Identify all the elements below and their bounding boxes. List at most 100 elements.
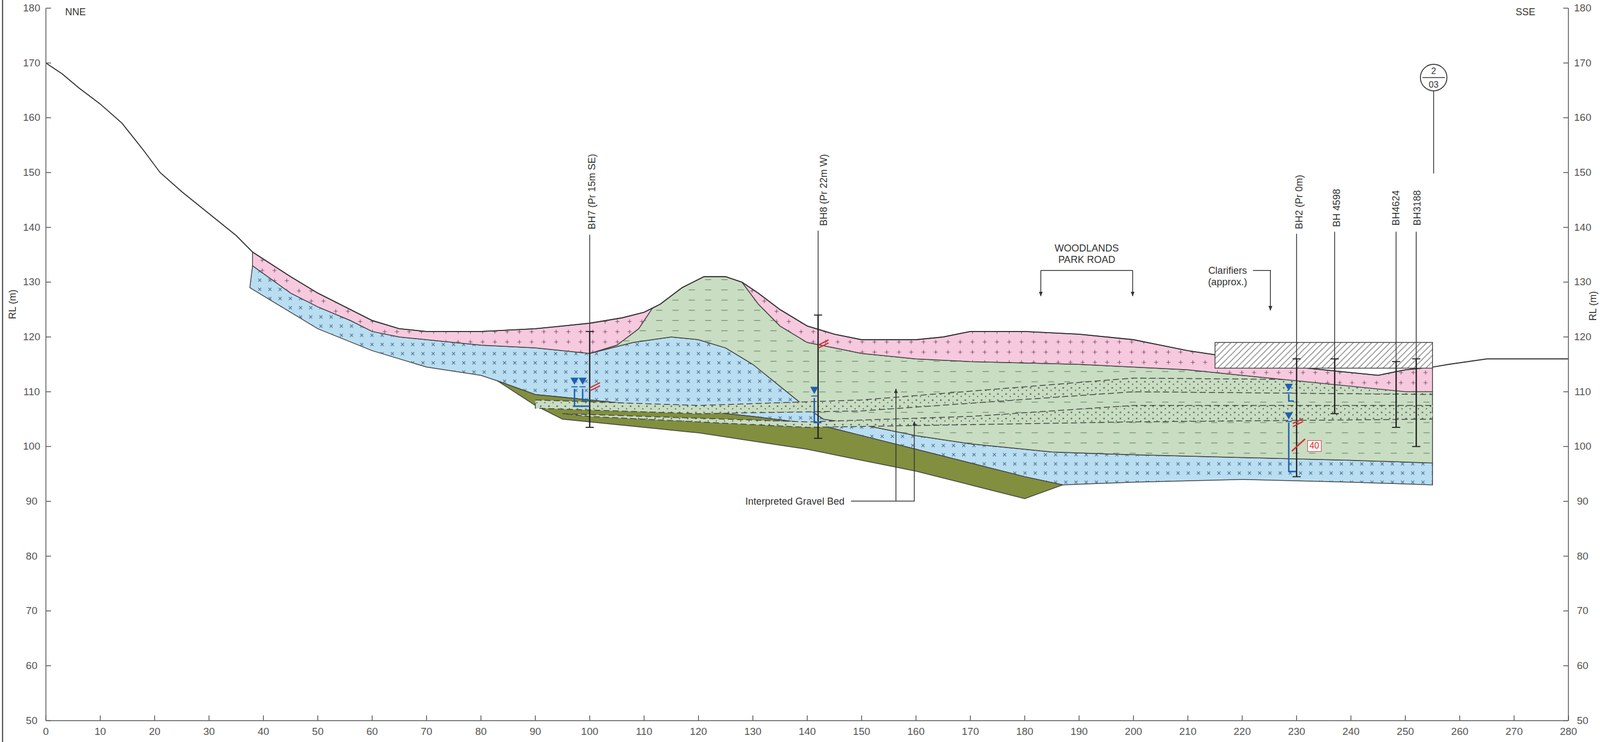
shear-mark (1292, 421, 1303, 426)
borehole-cap (1330, 357, 1339, 360)
axis-tick-label: 180 (22, 2, 41, 15)
callout-sheet: 03 (1428, 79, 1439, 90)
axis-tick (806, 714, 808, 720)
axis-tick-label: 160 (1573, 111, 1592, 124)
axis-tick (1513, 714, 1515, 720)
axis-tick-label: 90 (1577, 495, 1589, 508)
axis-tick-label: 60 (1577, 659, 1589, 672)
callout-divider (1422, 77, 1445, 78)
axis-tick (1563, 62, 1568, 64)
borehole-log (817, 314, 819, 438)
axis-tick-label: 70 (420, 725, 432, 738)
axis-tick-label: 160 (907, 725, 925, 738)
borehole-label: BH3188 (1411, 190, 1424, 226)
axis-title: RL (m) (6, 289, 18, 319)
axis-tick (1563, 500, 1568, 502)
axis-tick-label: 80 (26, 550, 38, 562)
borehole-cap (1412, 445, 1421, 447)
axis-tick-label: 280 (1559, 725, 1578, 738)
dip-angle: 40 (1307, 440, 1322, 452)
axis-tick (45, 664, 51, 666)
axis-tick-label: 180 (1016, 725, 1034, 738)
axis-tick (45, 391, 51, 392)
borehole-cap (813, 437, 823, 439)
gravel-label: Interpreted Gravel Bed (745, 495, 845, 507)
borehole-cap (1292, 357, 1301, 360)
axis-tick (1563, 719, 1568, 721)
axis-tick-label: 110 (23, 385, 40, 398)
axis-tick (1563, 446, 1568, 447)
axis-tick-label: 230 (1287, 725, 1306, 738)
borehole-cap (1330, 412, 1339, 415)
borehole-log (1415, 358, 1417, 447)
axis-tick (208, 714, 210, 720)
axis-tick (1563, 610, 1568, 611)
borehole-leader (1395, 231, 1397, 362)
axis-tick (45, 610, 51, 611)
axis-tick-label: 260 (1450, 725, 1469, 738)
axis-tick-label: 70 (1577, 604, 1589, 617)
axis-tick-label: 170 (22, 57, 41, 70)
gravel-bed (562, 405, 1433, 428)
axis-tick (480, 714, 482, 720)
axis-tick-label: 240 (1342, 725, 1360, 738)
axis-tick (45, 62, 51, 64)
road-extent (1040, 270, 1042, 296)
axis-tick (1563, 391, 1568, 392)
axis-tick (589, 714, 591, 720)
borehole-cap (1412, 357, 1421, 360)
axis-tick-label: 40 (257, 725, 270, 738)
axis-line (45, 8, 47, 721)
axis-tick (1563, 117, 1568, 119)
axis-tick (1563, 171, 1568, 173)
piezometer (1288, 422, 1296, 472)
axis-tick-label: 90 (529, 725, 541, 738)
borehole-label: BH7 (Pr 15m SE) (586, 153, 598, 230)
axis-tick-label: 0 (42, 725, 49, 738)
axis-tick-label: 150 (853, 725, 871, 738)
axis-tick (1242, 714, 1244, 720)
borehole-cap (1292, 476, 1301, 478)
axis-tick-label: 170 (1573, 57, 1592, 70)
axis-tick-label: 120 (22, 330, 41, 343)
axis-tick-label: 100 (22, 440, 41, 453)
axis-tick (915, 714, 917, 720)
axis-tick (45, 555, 51, 557)
borehole-cap (813, 314, 823, 316)
axis-tick-label: 20 (149, 725, 161, 738)
axis-tick (45, 446, 51, 447)
axis-tick (45, 281, 51, 283)
borehole-cap (585, 330, 594, 332)
shear-mark (818, 342, 829, 348)
water-level-symbol (1284, 411, 1293, 419)
axis-tick-label: 70 (26, 604, 38, 617)
compass-label: NNE (65, 6, 86, 18)
clarifier-leader (1252, 270, 1271, 311)
axis-tick (45, 7, 51, 9)
water-level-line (1285, 392, 1292, 394)
piezometer (574, 388, 590, 406)
axis-tick (1350, 714, 1352, 720)
axis-tick-label: 130 (744, 725, 762, 738)
frame-line (2, 0, 4, 742)
clarifier-label: Clarifiers (approx.) (1200, 264, 1255, 288)
compass-label: SSE (1515, 6, 1536, 18)
axis-title: RL (m) (1587, 291, 1599, 321)
axis-tick-label: 30 (203, 725, 215, 738)
axis-tick (1563, 7, 1568, 9)
water-level-line (579, 386, 586, 388)
axis-tick (45, 226, 51, 228)
shear-mark (589, 385, 601, 391)
fill-layer (252, 251, 653, 354)
axis-tick-label: 100 (1573, 440, 1592, 453)
axis-tick-label: 50 (26, 714, 38, 727)
water-level-line (1285, 420, 1292, 422)
gravel-leader (850, 389, 914, 501)
axis-tick-label: 80 (1577, 550, 1589, 562)
water-level-symbol (570, 377, 579, 385)
axis-tick-label: 130 (1573, 275, 1592, 288)
clarifier-outline (1214, 342, 1433, 368)
borehole-log (589, 331, 591, 428)
borehole-cap (585, 426, 594, 428)
shear-mark (1292, 438, 1306, 451)
